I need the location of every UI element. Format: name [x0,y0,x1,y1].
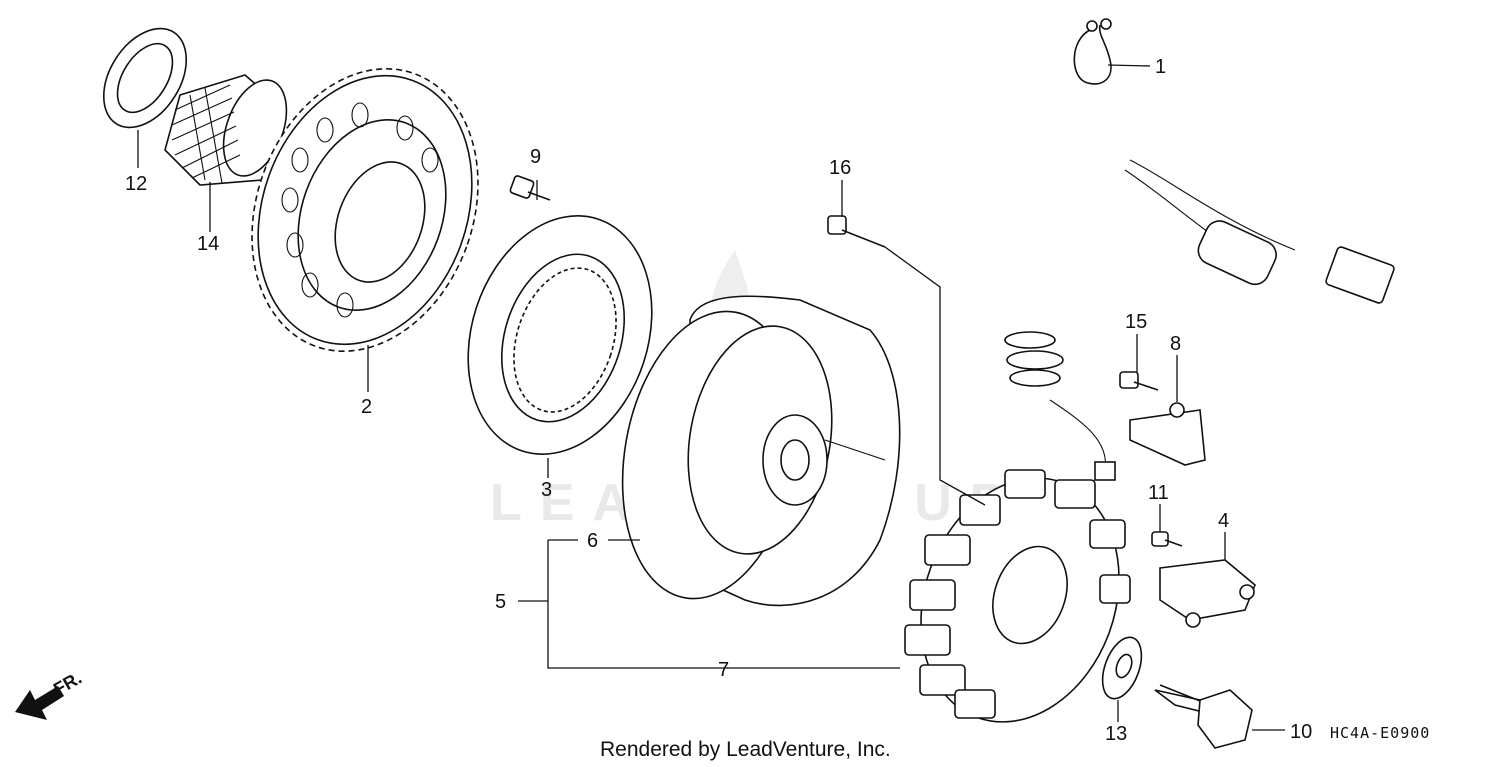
part-15-bolt [1119,371,1159,391]
credit-text: Rendered by LeadVenture, Inc. [600,738,891,761]
part-10-bolt [1154,684,1253,749]
diagram-code: HC4A-E0900 [1330,724,1430,742]
callout-3: 3 [541,479,552,501]
callout-16: 16 [829,157,851,179]
callout-11: 11 [1148,482,1169,504]
callout-6: 6 [587,530,598,552]
part-9-bolt [509,175,551,201]
callout-7: 7 [718,659,729,681]
part-12-washer [102,27,188,129]
callout-5: 5 [495,591,506,613]
callout-13: 13 [1105,723,1127,745]
callout-labels: 1 2 3 4 5 6 7 8 9 10 11 12 13 14 15 16 [125,56,1312,745]
callout-1: 1 [1155,56,1166,78]
front-direction-arrow: FR. [15,668,85,720]
part-2-starter-driven-gear [251,68,479,352]
callout-4: 4 [1218,510,1229,532]
part-13-washer [1101,636,1143,700]
part-1-clamp [1073,18,1112,85]
callout-8: 8 [1170,333,1181,355]
part-16-bolt [827,215,886,248]
part-4-regulator [1159,559,1256,628]
callout-2: 2 [361,396,372,418]
callout-15: 15 [1125,311,1147,333]
part-8-bracket [1129,402,1206,466]
callout-14: 14 [197,233,219,255]
leader-lines [137,64,1285,731]
part-7-stator [904,119,1395,723]
part-3-one-way-clutch [467,215,653,455]
callout-9: 9 [530,146,541,168]
callout-12: 12 [125,173,147,195]
part-6-flywheel [621,295,901,607]
part-11-bolt [1151,531,1183,547]
callout-10: 10 [1290,721,1312,743]
